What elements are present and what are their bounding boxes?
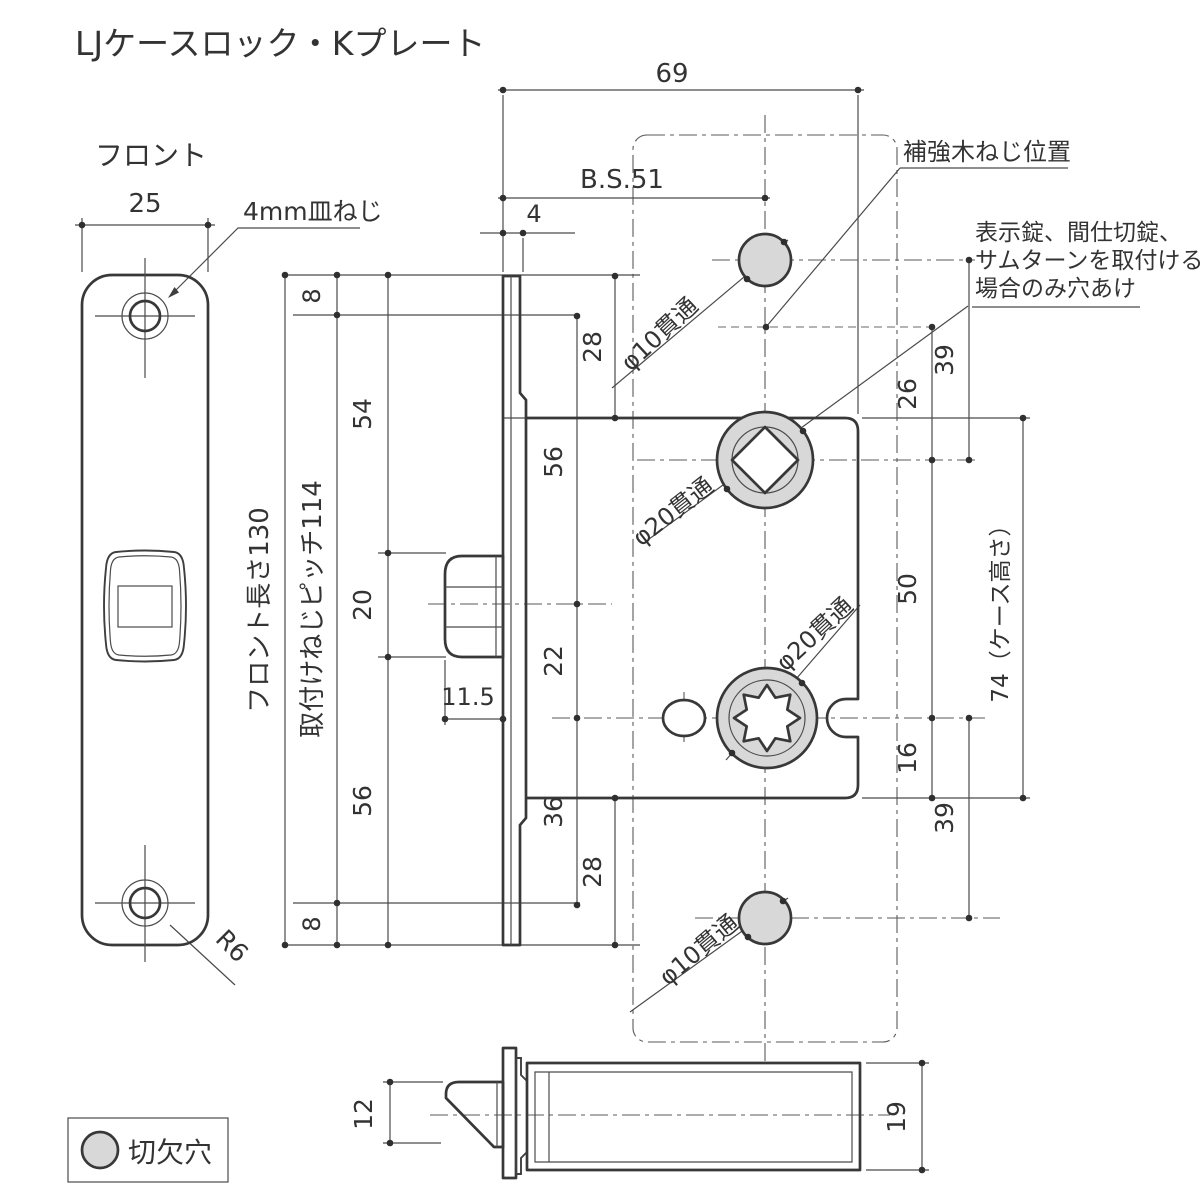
hole-bottom-label: φ10貫通 xyxy=(654,909,744,991)
case-height-label: 74（ケース高さ） xyxy=(988,513,1014,702)
case-bottom-view xyxy=(525,1061,862,1172)
legend-box xyxy=(67,1117,229,1183)
case-bottom-inner xyxy=(534,1071,853,1163)
dim-69: 69 xyxy=(655,59,688,89)
dimension-lines xyxy=(75,89,1140,1171)
dim-12: 12 xyxy=(349,1098,378,1130)
top-phi10-hole xyxy=(737,232,793,288)
bottom-screw-countersink xyxy=(121,879,169,927)
dim-50: 50 xyxy=(893,573,922,605)
dim-11-5: 11.5 xyxy=(441,683,494,711)
dim-19: 19 xyxy=(882,1101,911,1133)
screw-note: 4mm皿ねじ xyxy=(243,197,383,226)
dim-line-paths xyxy=(75,89,1030,1171)
latch-opening-inner xyxy=(108,555,182,657)
bottom-phi10-hole xyxy=(737,890,793,946)
axis-lines xyxy=(428,115,1000,1116)
wood-screw-note: 補強木ねじ位置 xyxy=(903,138,1071,166)
screw-arrowhead xyxy=(168,287,179,298)
dim-front-width: 25 xyxy=(128,189,161,219)
dim-39-top: 39 xyxy=(930,344,959,376)
faceplate-side xyxy=(501,274,528,947)
optional-note-line2: サムターンを取付ける xyxy=(975,248,1200,274)
bottom-screw-hole xyxy=(128,886,162,920)
hole-lower-label: φ20貫通 xyxy=(770,592,858,677)
dim-20: 20 xyxy=(348,589,377,621)
latch-bolt-side xyxy=(443,554,505,659)
centerlines xyxy=(428,115,1000,1116)
latch-face-rect xyxy=(117,585,173,628)
bracket-bottom-view xyxy=(515,1057,528,1175)
optional-note-line3: 場合のみ穴あけ xyxy=(975,276,1136,302)
thumbturn-star-hole xyxy=(732,683,802,753)
backset-label: B.S.51 xyxy=(580,165,664,195)
dim-39-bottom: 39 xyxy=(930,802,959,834)
dim-8-top: 8 xyxy=(298,288,326,303)
corner-radius-label: R6 xyxy=(210,924,254,968)
hole-top-label: φ10貫通 xyxy=(615,292,703,377)
screw-crosshairs xyxy=(95,258,195,962)
top-screw-hole xyxy=(128,299,162,333)
drawing-title: LJケースロック・Kプレート xyxy=(75,24,485,63)
side-view xyxy=(443,232,860,947)
dim-56-front: 56 xyxy=(348,785,377,817)
dim-22: 22 xyxy=(539,645,568,677)
dim-28-bottom: 28 xyxy=(578,856,607,888)
lower-hole-inner-circle xyxy=(728,679,806,757)
dim-16: 16 xyxy=(893,742,922,774)
faceplate-bottom-view xyxy=(501,1046,518,1180)
dimension-dots xyxy=(78,86,1027,1174)
legend xyxy=(67,1117,229,1183)
hole-center-label: φ20貫通 xyxy=(627,472,719,552)
bottom-view xyxy=(444,1046,862,1180)
latch-bottom-view xyxy=(444,1080,505,1149)
labels: LJケースロック・Kプレート フロント 25 4mm皿ねじ フロント長さ130 … xyxy=(75,24,1200,1169)
front-view-label: フロント xyxy=(95,139,207,172)
dim-56-mid: 56 xyxy=(539,446,568,478)
dim-36: 36 xyxy=(539,796,568,828)
legend-label: 切欠穴 xyxy=(128,1136,212,1169)
front-length-label: フロント長さ130 xyxy=(245,507,275,713)
k-plate-outline xyxy=(632,134,898,1043)
legend-cutout-circle xyxy=(80,1130,120,1170)
latch-opening-outer xyxy=(103,549,187,663)
front-view xyxy=(80,258,210,962)
case-outline xyxy=(526,416,860,800)
dim-54: 54 xyxy=(348,398,377,430)
dim-8-bottom: 8 xyxy=(298,916,326,931)
dim-26: 26 xyxy=(893,378,922,410)
spindle-square-hole xyxy=(730,425,800,495)
top-screw-countersink xyxy=(121,292,169,340)
latch-bolt-detail xyxy=(445,556,503,657)
dim-28-top: 28 xyxy=(578,331,607,363)
oval-hole xyxy=(661,698,707,738)
optional-note-line1: 表示錠、間仕切錠、 xyxy=(975,220,1182,246)
dim-4: 4 xyxy=(526,200,541,228)
screw-pitch-label: 取付けねじピッチ114 xyxy=(298,480,328,738)
